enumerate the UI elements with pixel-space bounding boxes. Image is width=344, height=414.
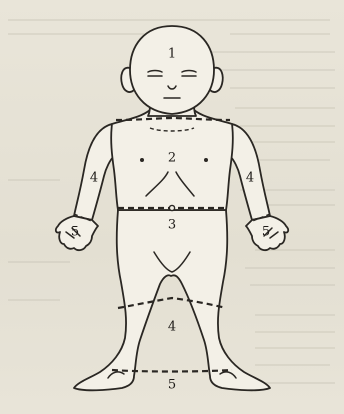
region-label-trunk: 2 xyxy=(168,151,176,166)
head-outline xyxy=(130,26,214,114)
left-nipple xyxy=(140,158,144,162)
right-nipple xyxy=(204,158,208,162)
region-label-right-arm: 4 xyxy=(246,171,254,186)
region-label-right-hand: 5 xyxy=(262,225,270,240)
region-label-left-hand: 5 xyxy=(71,225,79,240)
legs-outline xyxy=(74,210,270,390)
region-label-feet: 5 xyxy=(168,378,176,393)
region-label-left-arm: 4 xyxy=(90,171,98,186)
region-label-head: 1 xyxy=(168,47,176,62)
region-label-legs: 4 xyxy=(168,320,176,335)
navel xyxy=(169,205,174,210)
region-label-lower-trunk: 3 xyxy=(168,218,176,233)
